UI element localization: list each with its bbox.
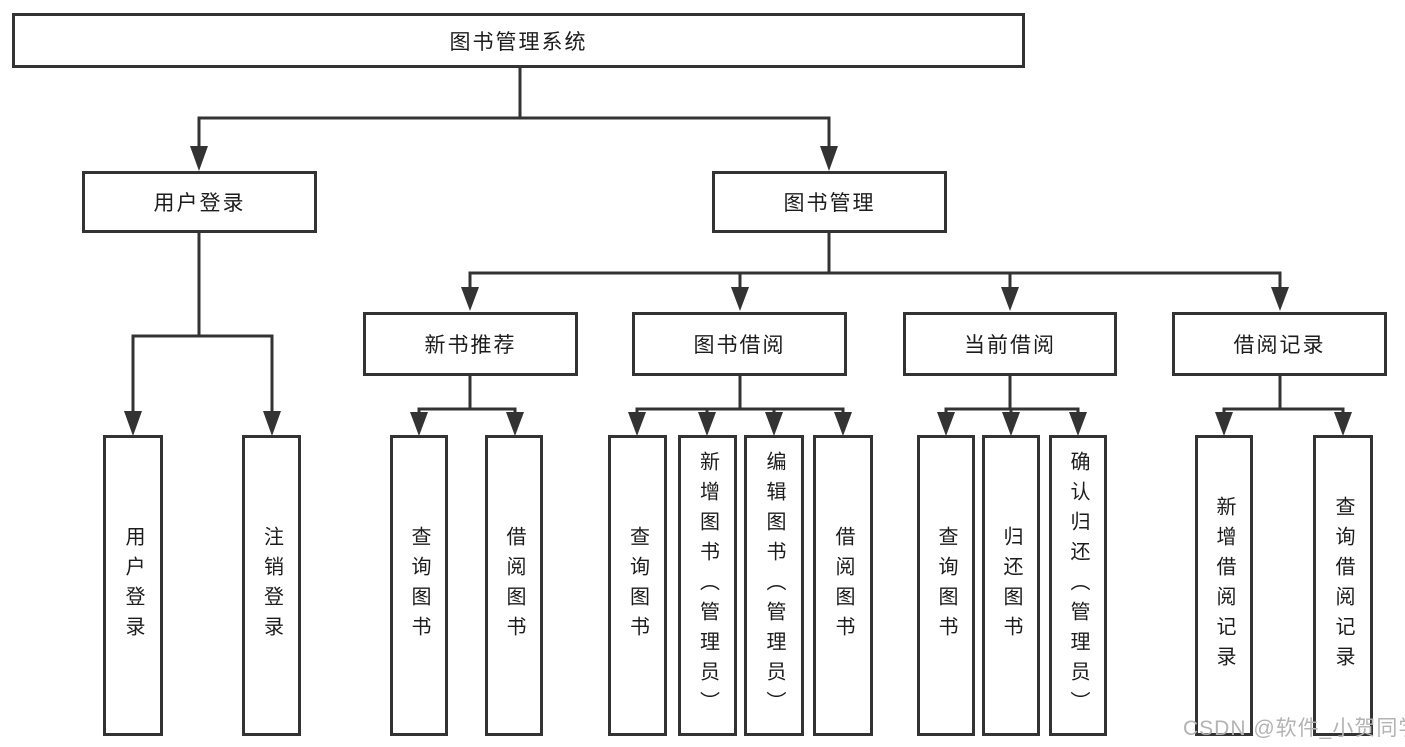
leaf-borrow-books-2-label: 借阅图书 — [832, 525, 854, 646]
connector-current-borrowing-arrowheads — [937, 412, 1087, 436]
node-new-book-recommend: 新书推荐 — [363, 312, 578, 376]
leaf-logout-label: 注销登录 — [260, 525, 283, 646]
leaf-edit-book-admin: 编辑图书（管理员） — [744, 435, 804, 736]
connector-new-book-recommend-arrowheads — [410, 412, 524, 436]
csdn-watermark: CSDN @软件_小贺同学 — [1183, 717, 1405, 740]
connector-root — [197, 66, 831, 150]
leaf-confirm-return-admin: 确认归还（管理员） — [1049, 435, 1107, 736]
leaf-query-books-2: 查询图书 — [608, 435, 667, 736]
connector-book-borrowing — [635, 376, 845, 415]
node-current-borrowing: 当前借阅 — [903, 312, 1117, 376]
node-root: 图书管理系统 — [12, 13, 1025, 68]
connector-user-login-arrowheads — [124, 411, 281, 436]
node-user-login: 用户登录 — [82, 171, 317, 233]
connector-borrowing-records — [1222, 376, 1345, 415]
leaf-query-borrow-record: 查询借阅记录 — [1313, 435, 1373, 736]
connector-user-login — [131, 233, 274, 414]
connector-borrowing-records-arrowheads — [1215, 412, 1352, 436]
leaf-add-book-admin-label: 新增图书（管理员） — [696, 450, 719, 721]
leaf-return-book-label: 归还图书 — [1000, 525, 1022, 646]
leaf-logout: 注销登录 — [242, 435, 301, 736]
leaf-query-borrow-record-label: 查询借阅记录 — [1332, 495, 1354, 676]
leaf-query-books-3: 查询图书 — [917, 435, 975, 736]
leaf-user-login-label: 用户登录 — [122, 525, 144, 646]
leaf-add-borrow-record-label: 新增借阅记录 — [1213, 495, 1235, 676]
leaf-borrow-books-1-label: 借阅图书 — [503, 525, 525, 646]
leaf-borrow-books-2: 借阅图书 — [813, 435, 873, 736]
connector-current-borrowing — [944, 376, 1080, 415]
leaf-confirm-return-admin-label: 确认归还（管理员） — [1067, 450, 1089, 721]
leaf-query-books-3-label: 查询图书 — [935, 525, 957, 646]
leaf-query-books-2-label: 查询图书 — [626, 525, 649, 646]
connector-new-book-recommend — [417, 376, 517, 415]
leaf-edit-book-admin-label: 编辑图书（管理员） — [763, 450, 785, 721]
node-borrowing-records: 借阅记录 — [1172, 312, 1387, 376]
leaf-add-borrow-record: 新增借阅记录 — [1195, 435, 1253, 736]
node-book-borrowing: 图书借阅 — [632, 312, 847, 376]
connector-book-borrowing-arrowheads — [628, 412, 852, 436]
connector-root-arrowheads — [190, 146, 838, 171]
connector-book-management-arrowheads — [461, 287, 1289, 311]
leaf-return-book: 归还图书 — [982, 435, 1040, 736]
leaf-query-books-1: 查询图书 — [390, 435, 448, 736]
leaf-user-login: 用户登录 — [103, 435, 163, 736]
node-book-management: 图书管理 — [712, 171, 947, 233]
connector-book-management — [468, 233, 1282, 290]
leaf-add-book-admin: 新增图书（管理员） — [678, 435, 737, 736]
leaf-borrow-books-1: 借阅图书 — [485, 435, 543, 736]
leaf-query-books-1-label: 查询图书 — [408, 525, 430, 646]
